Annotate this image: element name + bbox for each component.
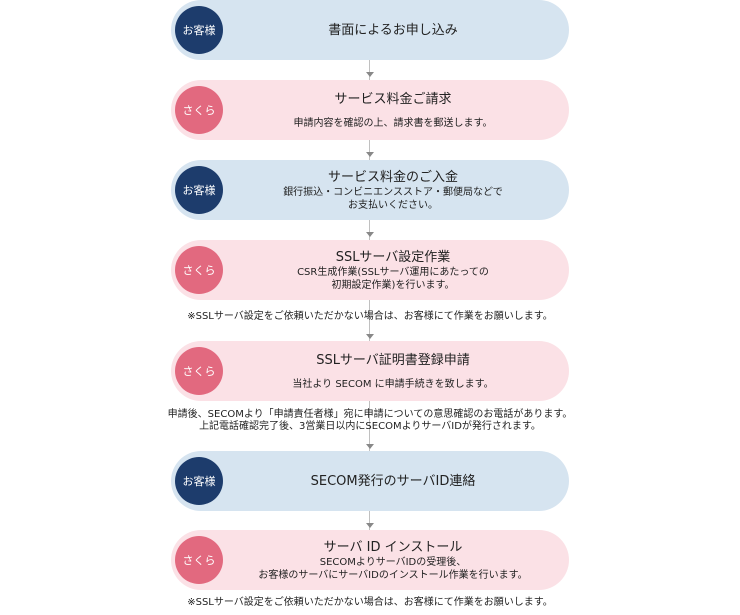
connector-line xyxy=(369,511,370,530)
down-arrow-icon xyxy=(366,334,374,339)
connector-line xyxy=(369,60,370,80)
step-text: サーバ ID インストール SECOMよりサーバIDの受理後、 お客様のサーバに… xyxy=(227,530,559,590)
step-desc: 当社より SECOM に申請手続きを致します。 xyxy=(292,378,494,390)
step-text: サービス料金ご請求 申請内容を確認の上、請求書を郵送します。 xyxy=(227,80,559,140)
step-text: SSLサーバ証明書登録申請 当社より SECOM に申請手続きを致します。 xyxy=(227,341,559,401)
note-registration: 申請後、SECOMより「申請責任者様」宛に申請についての意思確認のお電話がありま… xyxy=(167,409,573,420)
actor-badge: お客様 xyxy=(175,457,223,505)
flow-step-invoice: さくら サービス料金ご請求 申請内容を確認の上、請求書を郵送します。 xyxy=(171,80,569,140)
actor-badge: さくら xyxy=(175,347,223,395)
connector-line xyxy=(369,401,370,451)
actor-badge: お客様 xyxy=(175,166,223,214)
step-title: 書面によるお申し込み xyxy=(328,22,458,38)
actor-badge: お客様 xyxy=(175,6,223,54)
step-desc: 銀行振込・コンビニエンスストア・郵便局などで xyxy=(283,186,503,198)
flow-step-server-id-notice: お客様 SECOM発行のサーバID連絡 xyxy=(171,451,569,511)
step-title: サーバ ID インストール xyxy=(323,539,463,555)
step-text: 書面によるお申し込み xyxy=(227,0,559,60)
down-arrow-icon xyxy=(366,152,374,157)
down-arrow-icon xyxy=(366,72,374,77)
step-title: サービス料金ご請求 xyxy=(334,91,452,107)
actor-badge: さくら xyxy=(175,246,223,294)
actor-badge: さくら xyxy=(175,536,223,584)
step-desc: お客様のサーバにサーバIDのインストール作業を行います。 xyxy=(258,569,528,581)
step-desc: 申請内容を確認の上、請求書を郵送します。 xyxy=(293,117,493,129)
flow-step-ssl-setup: さくら SSLサーバ設定作業 CSR生成作業(SSLサーバ運用にあたっての 初期… xyxy=(171,240,569,300)
down-arrow-icon xyxy=(366,232,374,237)
flow-step-application: お客様 書面によるお申し込み xyxy=(171,0,569,60)
down-arrow-icon xyxy=(366,444,374,449)
step-desc: SECOMよりサーバIDの受理後、 xyxy=(319,556,467,568)
actor-badge: さくら xyxy=(175,86,223,134)
down-arrow-icon xyxy=(366,523,374,528)
note-registration: 上記電話確認完了後、3営業日以内にSECOMよりサーバIDが発行されます。 xyxy=(199,421,541,432)
note-ssl-setup: ※SSLサーバ設定をご依頼いただかない場合は、お客様にて作業をお願いします。 xyxy=(187,311,553,322)
step-text: SSLサーバ設定作業 CSR生成作業(SSLサーバ運用にあたっての 初期設定作業… xyxy=(227,240,559,300)
step-desc: お支払いください。 xyxy=(348,199,438,211)
step-title: SSLサーバ設定作業 xyxy=(335,249,451,265)
note-install: ※SSLサーバ設定をご依頼いただかない場合は、お客様にて作業をお願いします。 xyxy=(187,597,553,608)
flow-step-registration: さくら SSLサーバ証明書登録申請 当社より SECOM に申請手続きを致します… xyxy=(171,341,569,401)
step-title: SSLサーバ証明書登録申請 xyxy=(316,352,470,368)
flow-step-server-id-install: さくら サーバ ID インストール SECOMよりサーバIDの受理後、 お客様の… xyxy=(171,530,569,590)
step-text: SECOM発行のサーバID連絡 xyxy=(227,451,559,511)
step-desc: 初期設定作業)を行います。 xyxy=(331,279,455,291)
flow-step-payment: お客様 サービス料金のご入金 銀行振込・コンビニエンスストア・郵便局などで お支… xyxy=(171,160,569,220)
connector-line xyxy=(369,140,370,160)
step-title: SECOM発行のサーバID連絡 xyxy=(310,473,476,489)
step-text: サービス料金のご入金 銀行振込・コンビニエンスストア・郵便局などで お支払いくだ… xyxy=(227,160,559,220)
connector-line xyxy=(369,220,370,240)
step-desc: CSR生成作業(SSLサーバ運用にあたっての xyxy=(297,266,489,278)
step-title: サービス料金のご入金 xyxy=(327,169,458,185)
connector-line xyxy=(369,300,370,341)
